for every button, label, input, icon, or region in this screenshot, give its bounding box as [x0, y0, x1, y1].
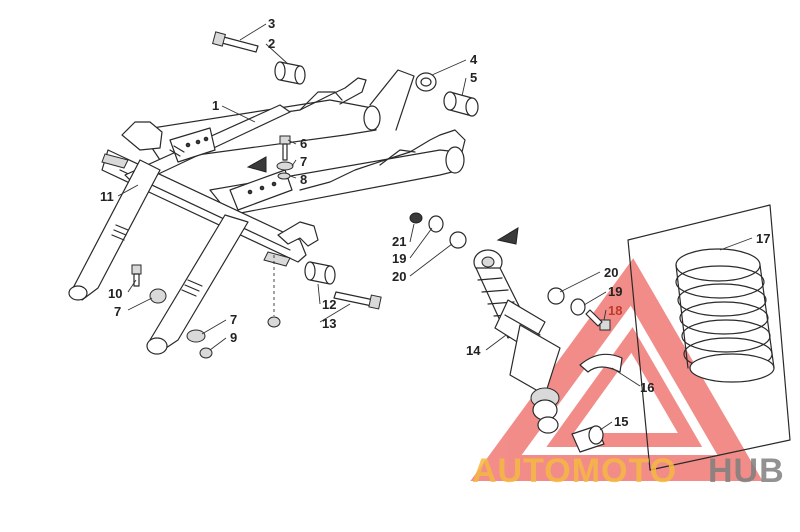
washer-20 [449, 231, 467, 249]
bolt-6 [279, 135, 291, 161]
bushing-19-right [570, 298, 586, 316]
callout-19-left: 19 [392, 251, 406, 266]
callout-14: 14 [466, 343, 481, 358]
callout-6: 6 [300, 136, 307, 151]
swing-arm-assembly [68, 69, 466, 355]
washer-7-lower [186, 329, 206, 343]
bolt-18 [585, 309, 611, 331]
callout-8: 8 [300, 172, 307, 187]
callout-7-top: 7 [300, 154, 307, 169]
bolt-10 [131, 264, 142, 287]
callout-15: 15 [614, 414, 628, 429]
bolt-3 [212, 31, 259, 53]
callout-4: 4 [470, 52, 478, 67]
callout-12: 12 [322, 297, 336, 312]
callout-13: 13 [322, 316, 336, 331]
callout-10: 10 [108, 286, 122, 301]
bushing-12 [304, 261, 336, 285]
callout-17: 17 [756, 231, 770, 246]
callout-9: 9 [230, 330, 237, 345]
hardware-right [409, 212, 623, 453]
leader-lines [117, 23, 753, 431]
callout-3: 3 [268, 16, 275, 31]
bushing-5 [443, 91, 479, 117]
clip-16 [579, 353, 623, 373]
callout-18: 18 [608, 303, 622, 318]
callout-7-lower: 7 [230, 312, 237, 327]
callout-20-right: 20 [604, 265, 618, 280]
washer-7 [276, 161, 294, 171]
watermark-wordmark: AUTOMOTO HUB [472, 452, 785, 490]
bolt-13 [333, 291, 382, 310]
washer-7-left [149, 288, 167, 304]
watermark-automoto: AUTOMOTO [472, 452, 677, 490]
callout-1: 1 [212, 98, 219, 113]
coil-spring-17 [627, 204, 791, 471]
callout-7-left: 7 [114, 304, 121, 319]
nut-21 [409, 212, 423, 224]
callout-19-right: 19 [608, 284, 622, 299]
bushing-2 [274, 61, 306, 85]
nut-8 [277, 172, 291, 180]
callout-20-left: 20 [392, 269, 406, 284]
watermark-logo [470, 258, 763, 481]
callout-labels: 3 2 4 5 1 6 7 8 11 10 7 7 9 12 13 21 19 … [100, 16, 770, 429]
shock-absorber [473, 227, 561, 434]
washer-20-right [547, 287, 565, 305]
nut-9-right [267, 316, 281, 328]
hardware-left [131, 31, 479, 359]
callout-21: 21 [392, 234, 406, 249]
bushing-15 [571, 425, 605, 453]
nut-9 [199, 347, 213, 359]
callout-11: 11 [100, 189, 114, 204]
callout-5: 5 [470, 70, 477, 85]
watermark-hub: HUB [708, 452, 785, 490]
callout-16: 16 [640, 380, 654, 395]
bushing-19 [428, 215, 444, 233]
callout-2: 2 [268, 36, 275, 51]
